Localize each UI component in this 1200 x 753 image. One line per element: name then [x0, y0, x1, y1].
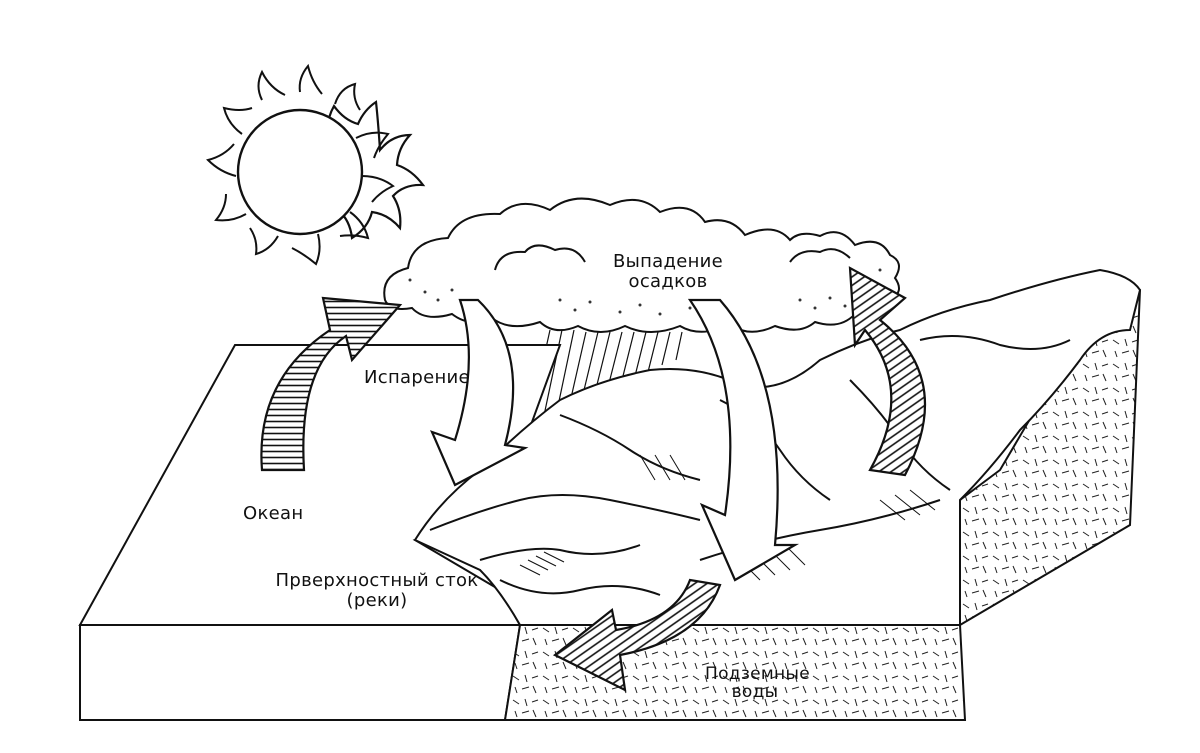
ocean-block [78, 344, 562, 721]
precipitation-arrow-right [687, 298, 800, 582]
ocean-label: Океан [243, 503, 304, 524]
sun-disc [236, 108, 364, 236]
groundwater-label: Подземные воды [705, 664, 810, 702]
sun-outer-rays [206, 63, 395, 266]
ocean-front [79, 624, 522, 721]
clouds [383, 197, 900, 333]
runoff-label-line2: (реки) [346, 590, 408, 611]
groundwater-label-line2: воды [731, 682, 779, 702]
groundwater-label-line1: Подземные [705, 664, 810, 684]
runoff-label-line1: Прверхностный сток [275, 570, 479, 591]
precipitation-arrow-left [429, 298, 529, 487]
precipitation-label-line2: осадков [628, 271, 708, 292]
runoff-label: Прверхностный сток (реки) [262, 571, 492, 611]
sun [236, 100, 426, 240]
groundwater-arrow [552, 578, 722, 692]
evaporation-label: Испарение [364, 367, 470, 388]
precipitation-label-line1: Выпадение [612, 251, 724, 272]
evaporation-arrow [260, 296, 403, 472]
precipitation-label: Выпадение осадков [598, 252, 738, 292]
land-evaporation-arrow [848, 266, 926, 477]
